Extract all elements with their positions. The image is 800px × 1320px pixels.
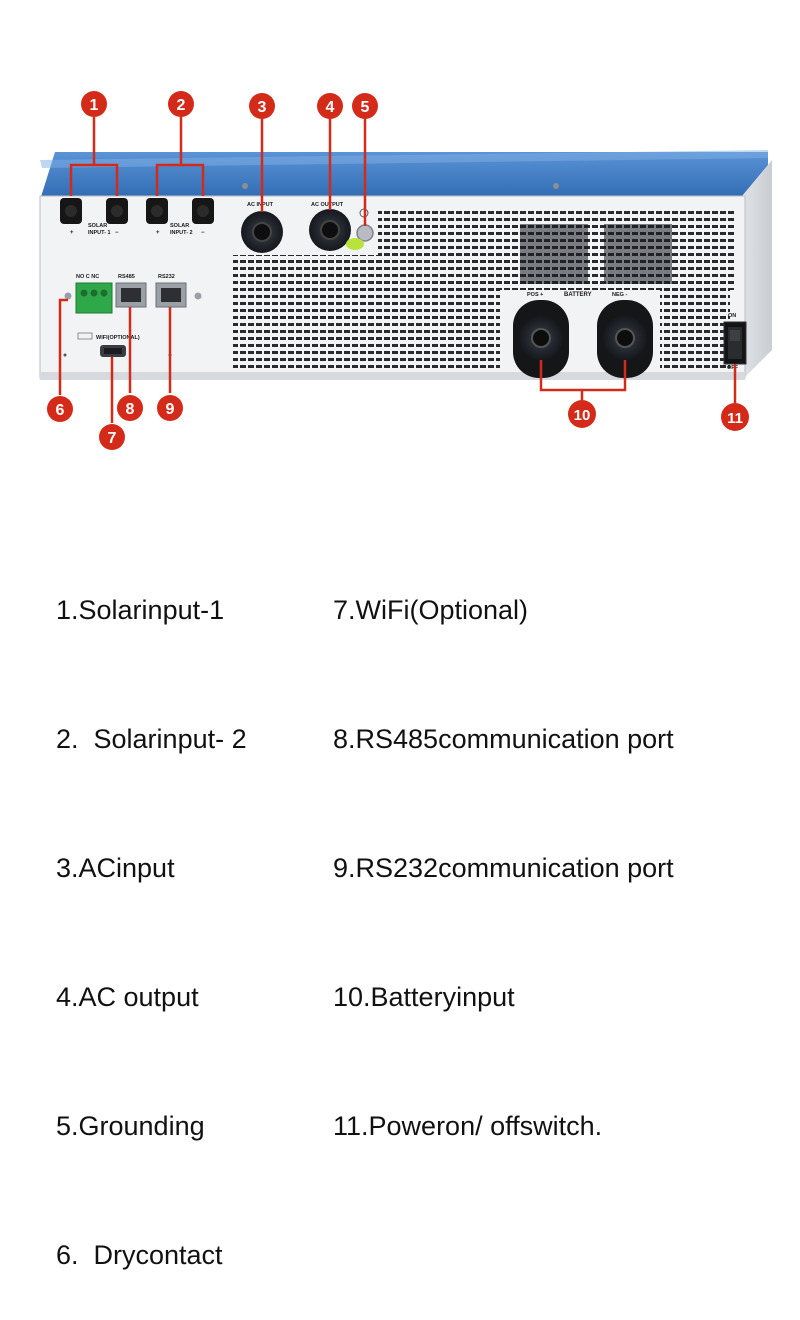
legend-item-rs232: 9.RS232communication port bbox=[333, 853, 674, 883]
badge-2: 2 bbox=[168, 91, 194, 117]
grounding-screw[interactable] bbox=[346, 208, 374, 250]
rs485-label: RS485 bbox=[118, 274, 135, 280]
switch-on-label: ON bbox=[728, 313, 736, 319]
battery-pos-label: POS + bbox=[527, 292, 543, 298]
svg-text:5: 5 bbox=[361, 99, 370, 116]
svg-text:10: 10 bbox=[574, 407, 591, 424]
rs232-label: RS232 bbox=[158, 274, 175, 280]
screw-icon bbox=[553, 183, 559, 189]
svg-text:7: 7 bbox=[108, 430, 117, 447]
battery-neg-label: NEG - bbox=[612, 292, 627, 298]
screw-icon bbox=[194, 292, 202, 300]
vent-grilles bbox=[233, 210, 734, 370]
legend-item-dry-contact: 6. Drycontact bbox=[56, 1240, 223, 1270]
solar-2-minus: − bbox=[201, 230, 205, 236]
legend-item-battery-input: 10.Batteryinput bbox=[333, 982, 515, 1012]
ac-output-port[interactable]: AC OUTPUT bbox=[309, 202, 351, 251]
legend-item-rs485: 8.RS485communication port bbox=[333, 724, 674, 754]
svg-text:1: 1 bbox=[90, 97, 99, 114]
battery-input[interactable]: POS + BATTERY NEG - bbox=[513, 292, 653, 378]
dry-contact-terminal[interactable]: NO C NC bbox=[75, 274, 113, 314]
badge-3: 3 bbox=[249, 93, 275, 119]
solar-1-plus: + bbox=[70, 230, 74, 236]
screw-icon bbox=[63, 353, 67, 357]
dry-contact-label: NO C NC bbox=[76, 274, 99, 280]
screw-icon bbox=[64, 292, 72, 300]
power-switch[interactable]: ON OFF bbox=[723, 313, 747, 371]
wifi-port[interactable]: WIFI(OPTIONAL) bbox=[77, 332, 140, 357]
solar-1-minus: − bbox=[115, 230, 119, 236]
legend-item-power-switch: 11.Poweron/ offswitch. bbox=[333, 1111, 603, 1141]
svg-text:8: 8 bbox=[126, 401, 135, 418]
legend-item-wifi: 7.WiFi(Optional) bbox=[333, 595, 529, 625]
ac-input-port[interactable]: AC INPUT bbox=[241, 202, 283, 253]
badge-8: 8 bbox=[117, 395, 143, 421]
legend-item-solar-input-2: 2. Solarinput- 2 bbox=[56, 724, 247, 754]
wifi-label: WIFI(OPTIONAL) bbox=[96, 335, 140, 341]
svg-text:2: 2 bbox=[177, 97, 186, 114]
rs485-port[interactable]: RS485 bbox=[115, 274, 147, 308]
switch-off-label: OFF bbox=[727, 365, 739, 371]
badge-6: 6 bbox=[47, 396, 73, 422]
screw-icon bbox=[242, 183, 248, 189]
battery-label: BATTERY bbox=[564, 292, 592, 298]
callout-lines bbox=[58, 117, 737, 423]
legend-right-column: 7.WiFi(Optional) 8.RS485communication po… bbox=[333, 503, 674, 1191]
legend-item-solar-input-1: 1.Solarinput-1 bbox=[56, 595, 225, 625]
badge-10: 10 bbox=[568, 400, 596, 428]
svg-text:9: 9 bbox=[166, 401, 175, 418]
solar-2-plus: + bbox=[156, 230, 160, 236]
legend-left-column: 1.Solarinput-1 2. Solarinput- 2 3.ACinpu… bbox=[56, 503, 247, 1320]
svg-text:11: 11 bbox=[727, 410, 743, 427]
rs232-port[interactable]: RS232 bbox=[155, 274, 187, 308]
badge-4: 4 bbox=[317, 93, 343, 119]
badge-1: 1 bbox=[81, 91, 107, 117]
svg-text:4: 4 bbox=[326, 99, 335, 116]
ac-input-label: AC INPUT bbox=[247, 202, 274, 208]
svg-text:3: 3 bbox=[258, 99, 267, 116]
ac-output-label: AC OUTPUT bbox=[311, 202, 344, 208]
legend-item-ac-output: 4.AC output bbox=[56, 982, 199, 1012]
badge-9: 9 bbox=[157, 395, 183, 421]
badge-11: 11 bbox=[721, 403, 749, 431]
legend-item-grounding: 5.Grounding bbox=[56, 1111, 205, 1141]
badge-7: 7 bbox=[99, 424, 125, 450]
badge-5: 5 bbox=[352, 93, 378, 119]
callout-badges: 1 2 3 4 5 6 7 8 9 10 11 bbox=[47, 91, 749, 450]
legend-item-ac-input: 3.ACinput bbox=[56, 853, 175, 883]
svg-text:6: 6 bbox=[56, 402, 65, 419]
